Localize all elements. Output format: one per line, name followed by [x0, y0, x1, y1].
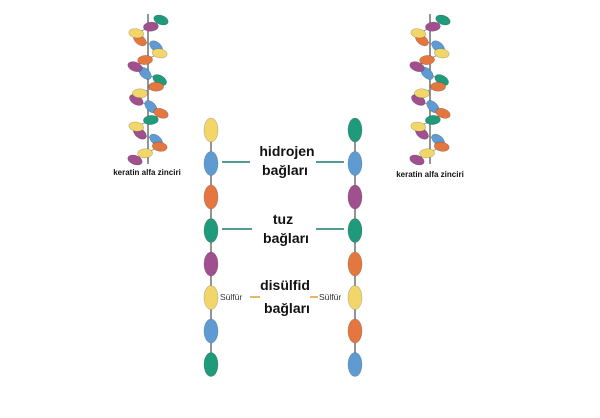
chain-left-bead	[203, 251, 219, 277]
chain-left-bead	[203, 184, 219, 210]
helix-right-bead	[435, 14, 451, 26]
helix-left-bead	[132, 88, 148, 99]
chain-right-bead	[347, 218, 363, 243]
helix-left-caption: keratin alfa zinciri	[113, 168, 181, 177]
chain-right-bead	[347, 251, 363, 277]
helix-left-bead	[152, 141, 168, 152]
sulfur-right-label: Sülfür	[319, 292, 341, 302]
disulfide-bond-label-line1: disülfid	[260, 277, 310, 293]
chain-left-bead	[203, 117, 219, 143]
helix-left-bead	[137, 55, 153, 65]
helix-right-bead	[434, 48, 450, 59]
chain-right-bead	[347, 184, 363, 210]
helix-left-bead	[128, 28, 144, 39]
helix-right-bead	[434, 141, 450, 152]
helix-left-bead	[153, 108, 169, 119]
chain-right-bead	[347, 117, 363, 143]
helix-right-bead	[410, 121, 426, 132]
helix-left	[127, 14, 169, 166]
helix-left-bead	[127, 61, 143, 72]
chain-right-bead	[347, 318, 363, 344]
chain-right-bead	[347, 352, 363, 377]
chain-left-bead	[203, 151, 219, 176]
helix-right-bead	[435, 108, 451, 119]
chain-left-bead	[203, 352, 219, 377]
disulfide-bond-label-line2: bağları	[264, 300, 310, 316]
helix-left-bead	[143, 115, 159, 125]
helix-left-bead	[143, 21, 159, 32]
helix-right-caption: keratin alfa zinciri	[396, 170, 464, 179]
salt-bond-label-line2: bağları	[263, 230, 309, 246]
chain-right-bead	[347, 151, 363, 176]
chain-right	[347, 117, 363, 377]
helix-left-bead	[148, 81, 164, 92]
helix-right-bead	[425, 21, 441, 32]
helix-right-bead	[409, 61, 425, 72]
helix-right-bead	[409, 154, 425, 166]
hydrogen-bond-label-line1: hidrojen	[259, 143, 314, 159]
helix-left-bead	[137, 148, 153, 159]
salt-bond-label-line1: tuz	[273, 211, 293, 227]
helix-left-bead	[127, 154, 143, 166]
helix-right	[409, 14, 451, 166]
helix-right-bead	[410, 28, 426, 39]
chain-left	[203, 117, 219, 377]
chain-left-bead	[203, 218, 219, 243]
helix-left-bead	[152, 48, 168, 59]
helix-left-bead	[153, 14, 169, 26]
chain-left-bead	[203, 318, 219, 344]
helix-right-bead	[425, 115, 441, 125]
sulfur-left-label: Sülfür	[220, 292, 242, 302]
chain-left-bead	[203, 285, 219, 310]
helix-right-bead	[414, 88, 430, 99]
helix-left-bead	[128, 121, 144, 132]
chain-right-bead	[347, 285, 363, 310]
helix-right-bead	[430, 81, 446, 92]
helix-right-bead	[419, 148, 435, 159]
hydrogen-bond-label-line2: bağları	[262, 162, 308, 178]
helix-right-bead	[419, 55, 435, 65]
